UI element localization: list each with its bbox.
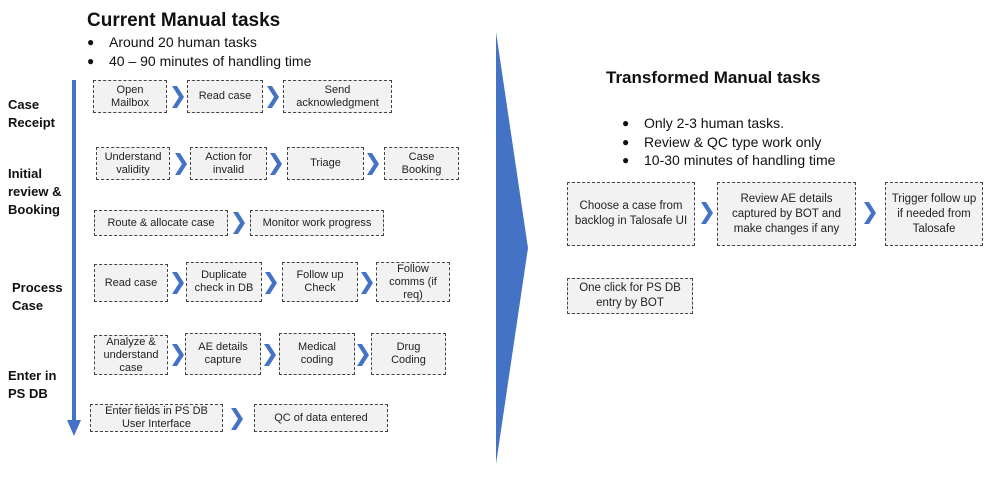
chevron-right-icon: [233, 212, 245, 234]
task-follow-up-check: Follow up Check: [282, 262, 358, 302]
stage-process-case: Process Case: [12, 280, 63, 313]
task-route-allocate: Route & allocate case: [94, 210, 228, 236]
task-enter-fields: Enter fields in PS DB User Interface: [90, 404, 223, 432]
task-qc-data: QC of data entered: [254, 404, 388, 432]
task-understand-validity: Understand validity: [96, 147, 170, 180]
transformed-bullet-1: ●Only 2-3 human tasks.: [622, 115, 785, 131]
stage-initial-review: Initial review & Booking: [8, 166, 62, 217]
task-action-for-invalid: Action for invalid: [190, 147, 267, 180]
stage-enter-ps-db: Enter in PS DB: [8, 368, 57, 401]
chevron-right-icon: [267, 86, 279, 108]
chevron-right-icon: [231, 408, 243, 430]
bullet-dot-icon: ●: [622, 153, 630, 167]
current-tasks-title: Current Manual tasks: [87, 10, 281, 31]
chevron-right-icon: [701, 202, 713, 224]
chevron-right-icon: [175, 153, 187, 175]
task-open-mailbox: Open Mailbox: [93, 80, 167, 113]
chevron-right-icon: [864, 202, 876, 224]
stage-case-receipt: Case Receipt: [8, 97, 55, 130]
chevron-right-icon: [172, 344, 184, 366]
task-read-case-2: Read case: [94, 264, 168, 302]
task-drug-coding: Drug Coding: [371, 333, 446, 375]
chevron-right-icon: [264, 344, 276, 366]
bullet-dot-icon: ●: [622, 135, 630, 149]
task-monitor-progress: Monitor work progress: [250, 210, 384, 236]
current-bullet-2: ●40 – 90 minutes of handling time: [87, 53, 312, 69]
transformed-bullet-2: ●Review & QC type work only: [622, 134, 822, 150]
transform-arrow: [496, 32, 528, 464]
task-read-case-1: Read case: [187, 80, 263, 113]
current-bullet-1: ●Around 20 human tasks: [87, 34, 257, 50]
bullet-dot-icon: ●: [87, 54, 95, 68]
bullet-dot-icon: ●: [87, 35, 95, 49]
task-choose-case: Choose a case from backlog in Talosafe U…: [567, 182, 695, 246]
task-review-ae-details: Review AE details captured by BOT and ma…: [717, 182, 856, 246]
chevron-right-icon: [270, 153, 282, 175]
task-triage: Triage: [287, 147, 364, 180]
task-case-booking: Case Booking: [384, 147, 459, 180]
task-analyze-understand: Analyze & understand case: [94, 335, 168, 375]
task-follow-comms: Follow comms (if req): [376, 262, 450, 302]
transformed-tasks-title: Transformed Manual tasks: [606, 68, 821, 87]
task-medical-coding: Medical coding: [279, 333, 355, 375]
chevron-right-icon: [265, 272, 277, 294]
chevron-right-icon: [361, 272, 373, 294]
chevron-right-icon: [172, 86, 184, 108]
task-send-acknowledgment: Send acknowledgment: [283, 80, 392, 113]
task-trigger-follow-up: Trigger follow up if needed from Talosaf…: [885, 182, 983, 246]
chevron-right-icon: [357, 344, 369, 366]
task-one-click-ps-db: One click for PS DB entry by BOT: [567, 278, 693, 314]
chevron-right-icon: [367, 153, 379, 175]
process-flow-arrow: [67, 80, 81, 436]
task-ae-details-capture: AE details capture: [185, 333, 261, 375]
transformed-bullet-3: ●10-30 minutes of handling time: [622, 152, 836, 168]
bullet-dot-icon: ●: [622, 116, 630, 130]
chevron-right-icon: [172, 272, 184, 294]
task-duplicate-check: Duplicate check in DB: [186, 262, 262, 302]
